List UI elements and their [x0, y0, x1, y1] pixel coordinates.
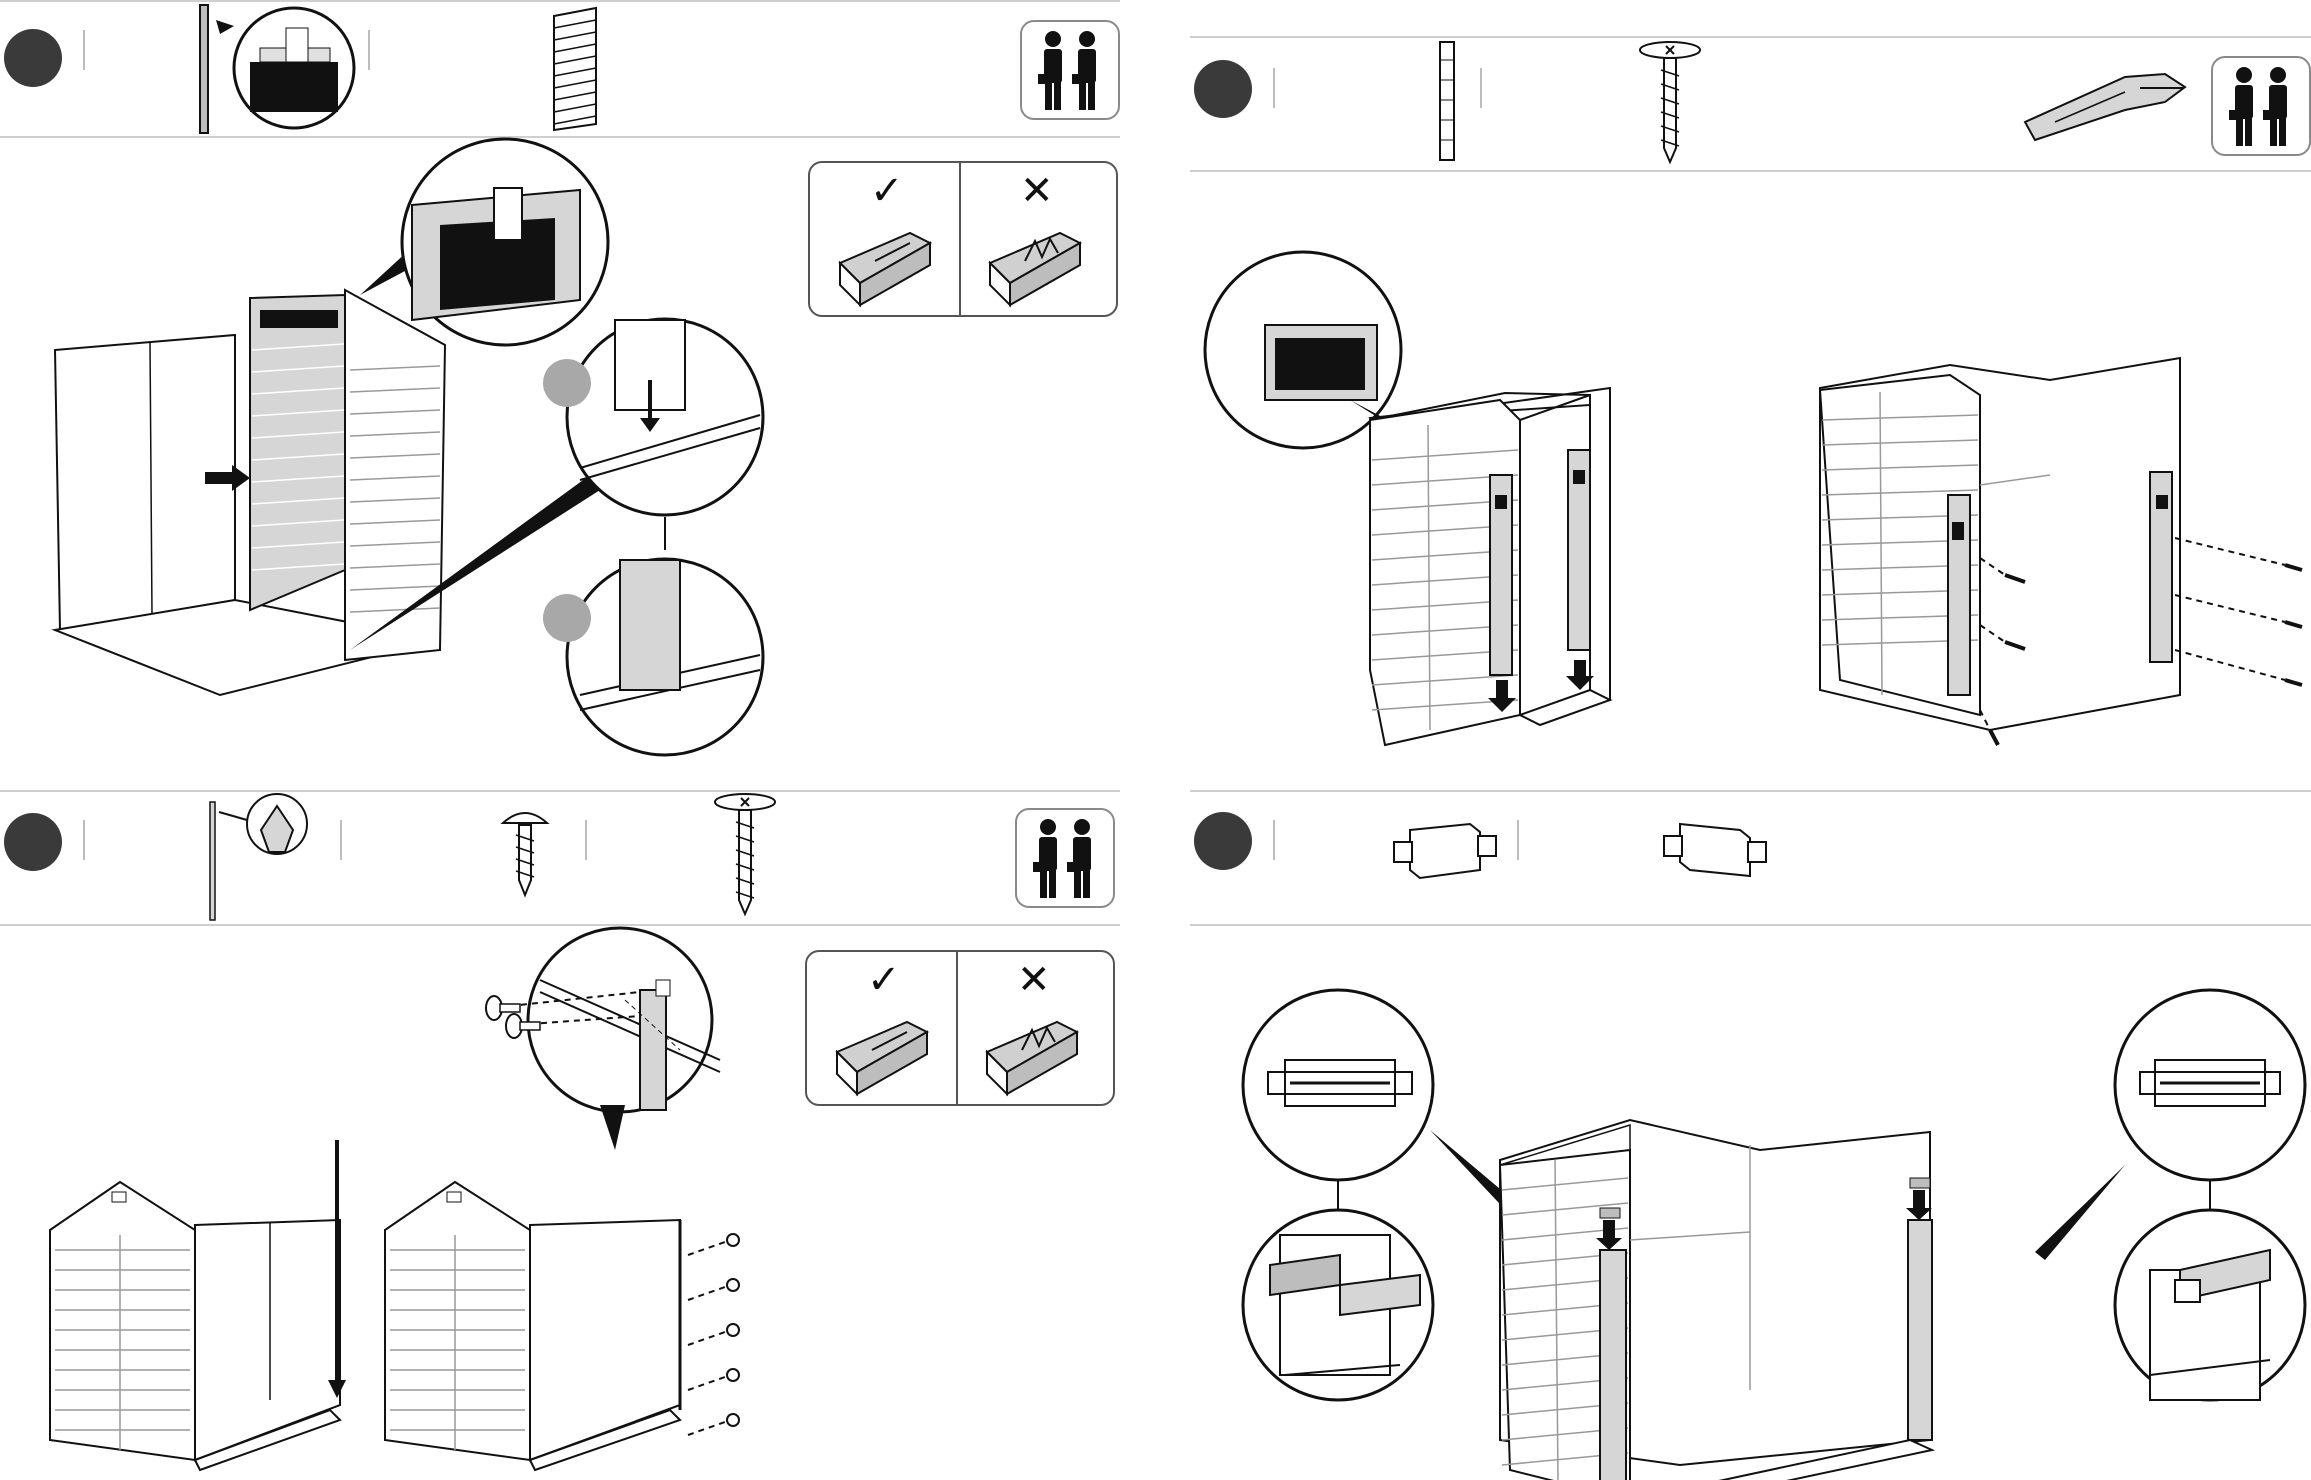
correct-incorrect-box: ✓ ✕	[808, 161, 1118, 317]
shed-wall-assembly-drawing	[0, 130, 800, 770]
rail-part-icon	[1432, 40, 1462, 170]
step-number-dot	[4, 813, 62, 871]
screwdriver-icon	[2015, 62, 2195, 142]
correct-mark: ✓	[870, 171, 904, 211]
wrong-mark: ✕	[1017, 960, 1051, 1000]
step-header	[0, 790, 1120, 926]
two-person-icon	[2211, 56, 2311, 156]
connector-correct-icon	[830, 213, 970, 313]
screw-icon	[710, 792, 780, 922]
connector-wrong-icon	[980, 213, 1120, 313]
correct-incorrect-box: ✓ ✕	[805, 950, 1115, 1106]
header-divider	[1480, 68, 1482, 108]
header-divider	[83, 30, 85, 70]
header-divider	[368, 30, 370, 70]
connector-icon	[1660, 820, 1780, 890]
rail-part-icon	[190, 0, 440, 140]
corner-post-assembly-drawing	[0, 920, 800, 1480]
corner-post-icon	[205, 792, 315, 922]
header-divider	[340, 820, 342, 860]
step-number-dot	[1194, 812, 1252, 870]
connector-correct-icon	[827, 1002, 967, 1102]
two-person-icon	[1015, 808, 1115, 908]
step-number-dot	[1194, 60, 1252, 118]
connector-icon	[1390, 820, 1510, 890]
step-bottom-right	[1190, 790, 2311, 1479]
header-divider	[1273, 820, 1275, 860]
screw-icon	[1635, 40, 1705, 170]
header-divider	[1273, 68, 1275, 108]
header-divider	[83, 820, 85, 860]
step-bottom-left: ✓ ✕	[0, 790, 1120, 1479]
header-divider	[585, 820, 587, 860]
shed-connector-drawing	[1190, 920, 2310, 1480]
step-top-right	[1190, 0, 2311, 770]
correct-mark: ✓	[867, 960, 901, 1000]
header-divider	[1517, 820, 1519, 860]
wrong-mark: ✕	[1020, 171, 1054, 211]
panel-part-icon	[548, 6, 608, 136]
screw-icon	[495, 805, 555, 905]
step-number-dot	[4, 29, 62, 87]
shed-side-rail-drawing	[1190, 170, 2310, 770]
connector-wrong-icon	[977, 1002, 1117, 1102]
two-person-icon	[1020, 20, 1120, 120]
step-top-left: ✓ ✕	[0, 0, 1120, 770]
